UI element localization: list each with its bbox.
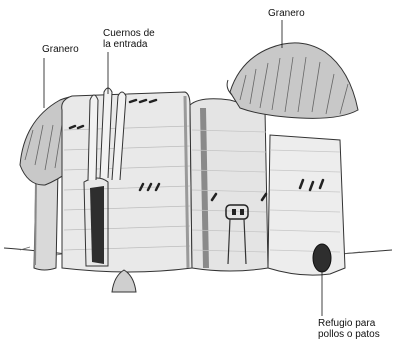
label-refugio: Refugio para pollos o patos — [318, 318, 380, 340]
entrance-horns — [88, 88, 126, 180]
main-wall-left — [62, 92, 192, 272]
right-granary — [268, 135, 345, 275]
right-granary-roof — [227, 43, 358, 118]
label-cuernos-entrada: Cuernos de la entrada — [103, 28, 155, 50]
ground-mound — [112, 270, 136, 292]
refuge-opening — [313, 244, 331, 272]
label-granero-left: Granero — [42, 44, 79, 55]
label-granero-right: Granero — [268, 8, 305, 19]
